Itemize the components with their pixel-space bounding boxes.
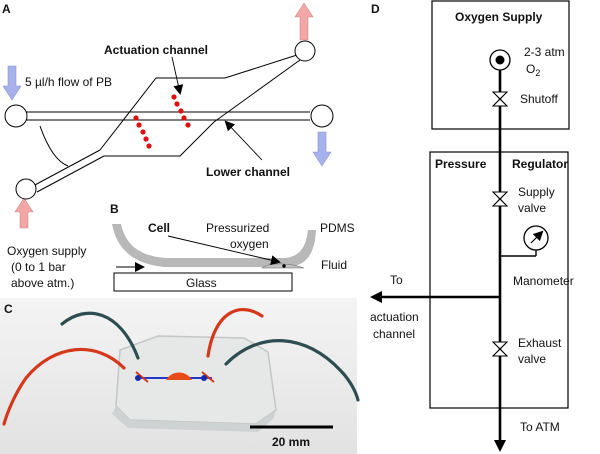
panel-b-label: B	[110, 202, 119, 216]
manometer-label: Manometer	[513, 274, 574, 288]
to-atm-arrow-icon	[494, 440, 506, 452]
red-tube-right	[206, 308, 264, 358]
regulator-title-left: Pressure	[435, 157, 487, 171]
panel-c-label: C	[4, 302, 13, 316]
oxygen-supply-title: Oxygen Supply	[455, 10, 543, 24]
lower-channel-label: Lower channel	[206, 165, 290, 179]
panel-a-label: A	[2, 2, 11, 16]
pdms-label: PDMS	[320, 221, 355, 235]
actuation-channel-label: Actuation channel	[104, 43, 208, 57]
fluid-label: Fluid	[321, 258, 347, 272]
actuation-pointer	[171, 56, 184, 95]
panel-d-label: D	[371, 2, 380, 16]
dark-tube-right	[224, 339, 360, 402]
glass-label: Glass	[186, 276, 217, 290]
connector-arc	[39, 125, 69, 167]
panel-b: B Cell Pressurized oxygen PDMS Fluid Gla…	[110, 202, 355, 292]
panel-d: D Oxygen Supply Pressure Regulator 2-3 a…	[370, 0, 574, 452]
glass-slide	[113, 272, 293, 292]
gas-subscript: 2	[535, 68, 540, 78]
oxygen-in-arrow-icon	[14, 197, 34, 229]
lower-channel-lines	[4, 104, 334, 128]
supply-valve-label: Supply	[518, 185, 555, 199]
tubing	[2, 308, 360, 426]
flow-out-arrow-icon	[312, 131, 332, 167]
oxygen-supply-label: Oxygen supply	[7, 244, 86, 258]
cell-label: Cell	[148, 221, 170, 235]
regulator-title-right: Regulator	[512, 157, 568, 171]
cell-nucleus	[282, 264, 286, 268]
channel-label: channel	[373, 327, 415, 341]
exhaust-valve-icon	[491, 341, 509, 357]
gas-symbol: O	[526, 62, 535, 76]
exhaust-valve-label: Exhaust	[518, 336, 562, 350]
gas-source-core	[495, 55, 505, 65]
pressurized-label: Pressurized	[206, 221, 269, 235]
actuation-arrow-icon	[370, 291, 382, 303]
pressure-rating: 2-3 atm	[524, 45, 565, 59]
flow-in-arrow-icon	[2, 65, 22, 101]
chip-shadow	[112, 406, 276, 432]
oxygen-label: oxygen	[230, 237, 269, 251]
oxygen-supply-note: above atm.)	[11, 276, 74, 290]
cell-pointer	[167, 235, 281, 266]
pillar-dots	[133, 94, 191, 149]
panel-a: A	[2, 2, 334, 290]
red-tube-left	[2, 347, 126, 426]
scale-bar-label: 20 mm	[272, 435, 310, 449]
actuation-channel-lines	[15, 40, 316, 200]
oxygen-out-arrow-icon	[294, 2, 314, 41]
shutoff-valve-icon	[491, 91, 509, 107]
oxygen-supply-range: (0 to 1 bar	[11, 260, 66, 274]
pdms-layer	[112, 224, 316, 267]
supply-valve-icon	[491, 191, 509, 207]
manometer-needle	[530, 230, 544, 244]
to-atm-label: To ATM	[520, 420, 560, 434]
to-label: To	[390, 273, 403, 287]
chip-channels	[135, 371, 215, 383]
dark-tube-left	[60, 311, 140, 360]
gas-formula: O2	[526, 62, 540, 78]
supply-valve-label-2: valve	[518, 201, 546, 215]
shutoff-label: Shutoff	[520, 92, 558, 106]
exhaust-valve-label-2: valve	[518, 352, 546, 366]
actuation-label: actuation	[370, 310, 419, 324]
lower-channel-pointer	[224, 120, 263, 161]
flow-label: 5 µl/h flow of PB	[25, 75, 112, 89]
panel-c: C 20 mm	[0, 298, 360, 454]
